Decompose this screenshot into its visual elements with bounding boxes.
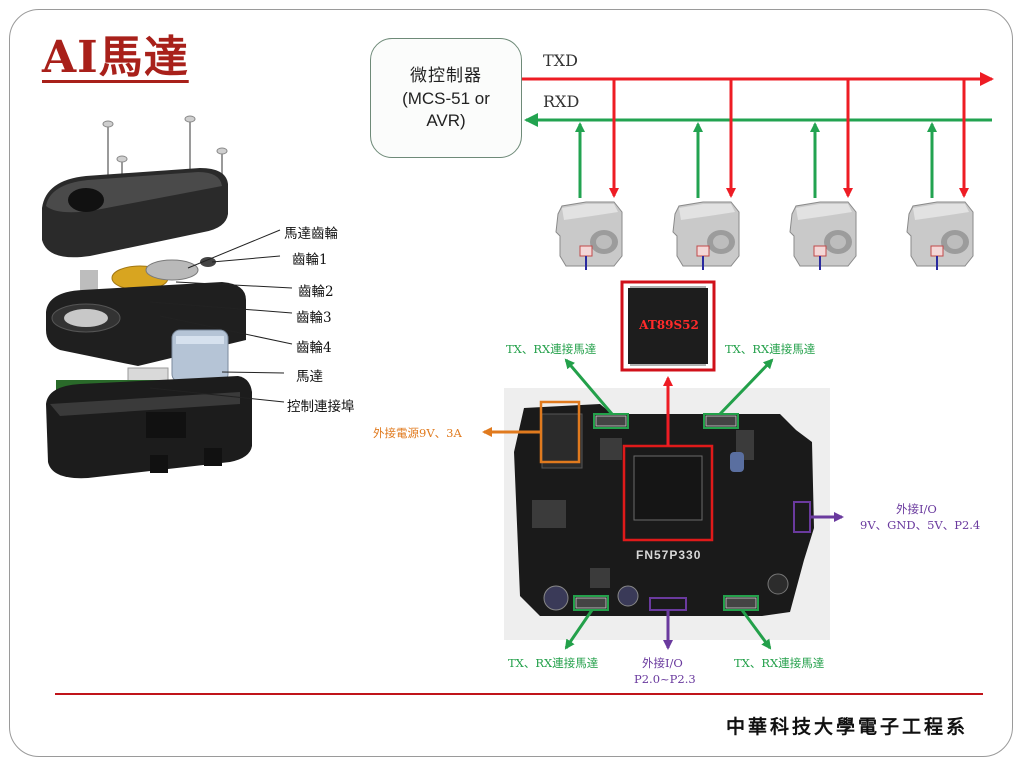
io-bottom-title: 外接I/O (642, 656, 683, 670)
txd-label: TXD (543, 51, 578, 70)
gear-4-label: 齒輪4 (296, 340, 332, 356)
tx-rx-label-top-right: TX、RX連接馬達 (725, 342, 816, 356)
gear-1-label: 齒輪1 (292, 252, 328, 268)
footer-department: 中華科技大學電子工程系 (725, 716, 968, 738)
motor-label: 馬達 (296, 369, 323, 385)
gear-2-label: 齒輪2 (298, 284, 334, 300)
at89s52-chip-photo (620, 280, 716, 372)
chip-label: AT89S52 (639, 318, 699, 332)
servo-motor-1 (555, 201, 623, 270)
io-right-title: 外接I/O (896, 502, 937, 516)
control-port-label: 控制連接埠 (287, 399, 355, 415)
gear-3-label: 齒輪3 (296, 310, 332, 326)
io-bottom-pins: P2.0~P2.3 (634, 672, 696, 686)
microcontroller-box: 微控制器 (MCS-51 or AVR) (370, 38, 522, 158)
page-title: AI馬達 (42, 32, 189, 83)
motor-gear-label: 馬達齒輪 (284, 226, 338, 242)
tx-rx-label-bottom-left: TX、RX連接馬達 (508, 656, 599, 670)
footer-divider (55, 693, 983, 695)
power-label: 外接電源9V、3A (373, 426, 462, 440)
servo-motor-4 (906, 201, 974, 270)
io-right-pins: 9V、GND、5V、P2.4 (860, 518, 981, 532)
microcontroller-label: 微控制器 (410, 66, 482, 86)
microcontroller-model: (MCS-51 or AVR) (402, 89, 490, 130)
servo-exploded-illustration (42, 115, 252, 479)
servo-motor-3 (789, 201, 857, 270)
power-jack-highlight (539, 400, 581, 464)
board-print: FN57P330 (636, 548, 702, 562)
rxd-label: RXD (543, 92, 580, 111)
tx-rx-label-bottom-right: TX、RX連接馬達 (734, 656, 825, 670)
servo-motor-2 (672, 201, 740, 270)
tx-rx-label-top-left: TX、RX連接馬達 (506, 342, 597, 356)
bus-taps (575, 79, 969, 198)
callout-arrows (482, 358, 844, 650)
motor-leader-lines (149, 229, 293, 403)
